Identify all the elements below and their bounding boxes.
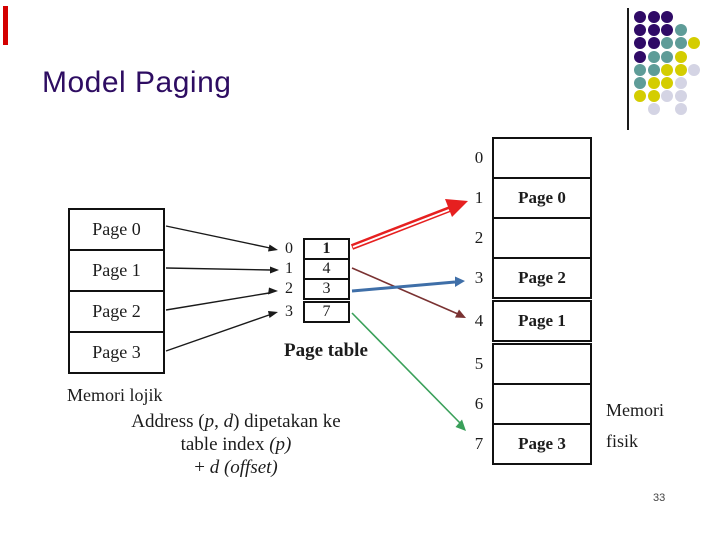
- caption-line3: + d (offset): [194, 457, 278, 478]
- dot: [661, 76, 674, 89]
- physical-frame-row: 0: [470, 137, 592, 179]
- dot: [647, 63, 660, 76]
- dot: [674, 90, 687, 103]
- physical-frame-cell: [492, 137, 592, 179]
- black-arrow-page0: [165, 225, 278, 252]
- black-arrow-page1: [165, 266, 279, 274]
- dot: [674, 50, 687, 63]
- page-table-entry: 3: [303, 278, 350, 300]
- physical-memory-label-line2: fisik: [606, 431, 639, 451]
- dot: [634, 76, 646, 89]
- logical-memory-label: Memori lojik: [67, 385, 163, 405]
- dot: [634, 24, 646, 37]
- page-table-entry: 4: [303, 258, 350, 280]
- physical-frame-cell: [492, 383, 592, 425]
- page-number: 33: [653, 492, 666, 504]
- slide-title: Model Paging: [42, 66, 232, 99]
- dot: [634, 37, 646, 50]
- page-table-index: 2: [285, 280, 293, 297]
- physical-frame-row: 4 Page 1: [470, 300, 592, 342]
- dot: [688, 37, 701, 50]
- physical-frame-cell: Page 2: [492, 257, 592, 299]
- page-table-index: 0: [285, 240, 293, 257]
- maroon-arrow-frame4: [351, 267, 466, 318]
- dot: [634, 50, 646, 63]
- physical-frame-row: 6: [470, 383, 592, 425]
- physical-frame-index: 3: [474, 268, 484, 287]
- dot: [674, 76, 687, 89]
- dot: [647, 76, 660, 89]
- physical-frame-cell: [492, 343, 592, 385]
- physical-frame-index: 4: [474, 311, 484, 330]
- page-table-index: 1: [285, 260, 293, 277]
- blue-arrow-frame3: [351, 276, 465, 293]
- caption: Address (p, d) dipetakan ke table index …: [76, 410, 396, 479]
- physical-frame-cell: Page 1: [492, 300, 592, 342]
- dot: [661, 63, 674, 76]
- dot: [661, 24, 674, 37]
- physical-frame-cell: Page 3: [492, 423, 592, 465]
- black-arrow-page2: [165, 287, 278, 311]
- caption-line1: Address (p, d) dipetakan ke: [131, 411, 341, 432]
- physical-frame-row: 5: [470, 343, 592, 385]
- red-accent-bar: [3, 6, 8, 45]
- dot: [647, 90, 660, 103]
- dot: [661, 37, 674, 50]
- dot: [674, 24, 687, 37]
- page-table-label: Page table: [284, 340, 368, 361]
- logical-page-cell: Page 3: [68, 331, 165, 374]
- red-arrow-frame1: [350, 199, 468, 250]
- dots-grid: [634, 11, 702, 117]
- physical-frame-row: 7 Page 3: [470, 423, 592, 465]
- dot: [674, 37, 687, 50]
- physical-memory-box: 0 1 Page 0 2 3 Page 2 4 Page 1 5 6 7 Page 3: [470, 137, 592, 465]
- dot: [634, 90, 646, 103]
- physical-memory-label: Memori fisik: [606, 395, 664, 457]
- black-arrow-page3: [165, 311, 278, 352]
- physical-frame-index: 2: [474, 228, 484, 247]
- dot: [634, 63, 646, 76]
- physical-frame-cell: Page 0: [492, 177, 592, 219]
- dot: [647, 24, 660, 37]
- physical-frame-cell: [492, 217, 592, 259]
- physical-frame-index: 1: [474, 188, 484, 207]
- caption-line2: table index (p): [180, 434, 292, 455]
- dot: [647, 103, 660, 116]
- dot: [661, 50, 674, 63]
- logical-page-cell: Page 1: [68, 249, 165, 292]
- dot: [661, 11, 674, 23]
- physical-frame-row: 1 Page 0: [470, 177, 592, 219]
- dot: [647, 37, 660, 50]
- physical-frame-index: 6: [474, 394, 484, 413]
- physical-memory-label-line1: Memori: [606, 400, 664, 420]
- physical-frame-row: 3 Page 2: [470, 257, 592, 299]
- physical-frame-index: 5: [474, 354, 484, 373]
- dot: [674, 63, 687, 76]
- dot: [634, 11, 646, 23]
- dot: [661, 90, 674, 103]
- physical-frame-row: 2: [470, 217, 592, 259]
- physical-frame-index: 7: [474, 434, 484, 453]
- logical-page-cell: Page 2: [68, 290, 165, 333]
- page-table-index: 3: [285, 303, 293, 320]
- logical-page-cell: Page 0: [68, 208, 165, 251]
- dot: [647, 11, 660, 23]
- page-table-entry: 1: [303, 238, 350, 260]
- dot: [688, 63, 701, 76]
- decor-vertical-line: [627, 8, 629, 130]
- dot: [674, 103, 687, 116]
- physical-frame-index: 0: [474, 148, 484, 167]
- dot: [647, 50, 660, 63]
- page-table-entry: 7: [303, 301, 350, 323]
